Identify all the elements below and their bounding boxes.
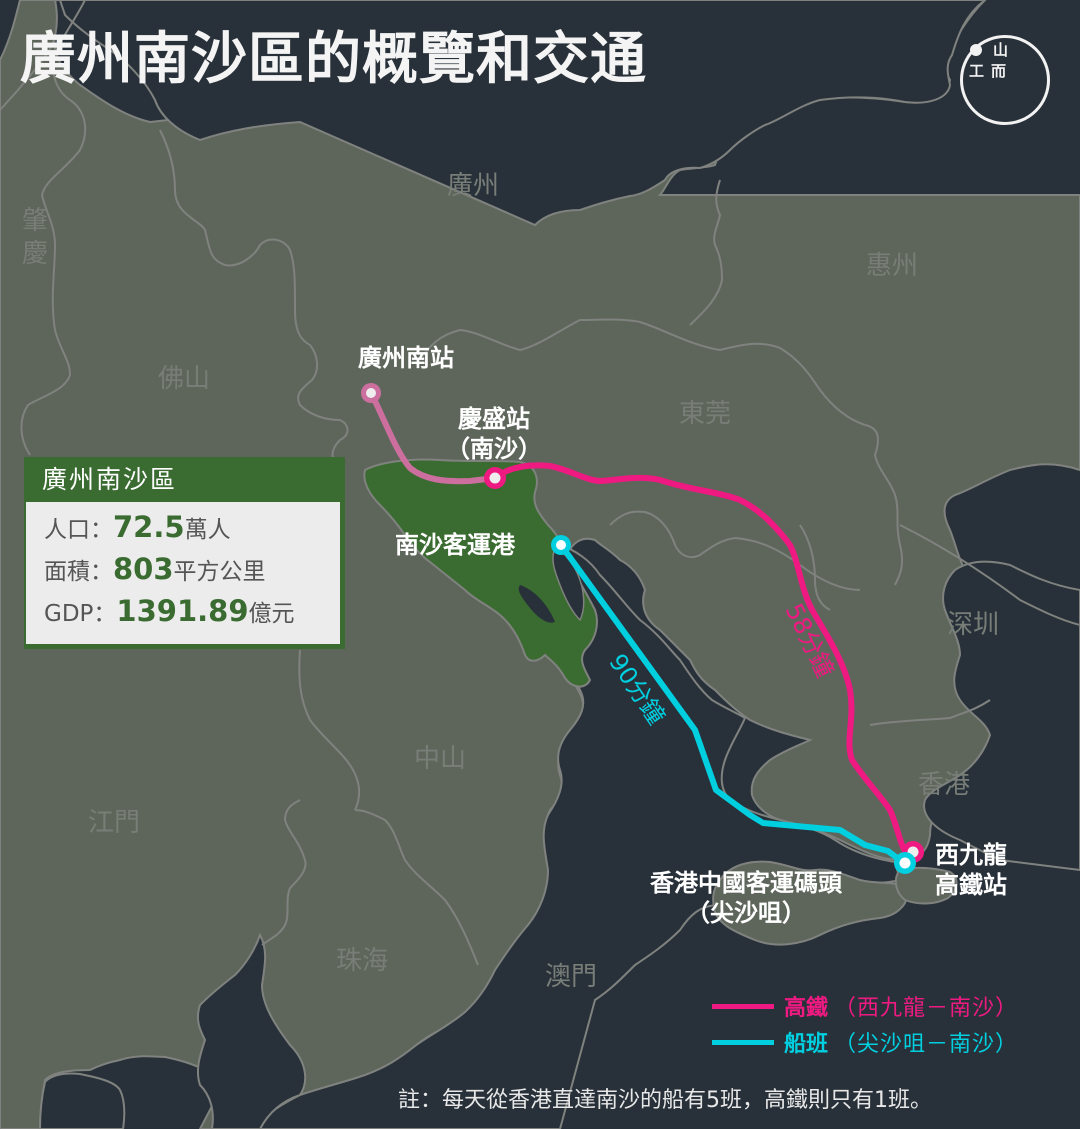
info-row-area: 面積：803平方公里 [44, 552, 266, 586]
map-legend: 高鐵 （西九龍－南沙） 船班 （尖沙咀－南沙） [712, 988, 1018, 1060]
initium-logo-icon: 山 工 而 [960, 35, 1050, 125]
legend-swatch-hsr [712, 1003, 774, 1009]
ferry-route [558, 542, 908, 867]
nansha-district-area [363, 458, 598, 688]
station-marker-qingsheng [484, 467, 506, 489]
legend-swatch-ferry [712, 1039, 774, 1045]
station-marker-nansha-port [551, 535, 571, 555]
info-box-body: 人口：72.5萬人 面積：803平方公里 GDP：1391.89億元 [26, 502, 340, 644]
logo-glyph-right: 而 [991, 62, 1007, 80]
legend-item-ferry: 船班 （尖沙咀－南沙） [712, 1024, 1018, 1060]
region-label-jiangmen: 江門 [88, 808, 141, 838]
region-label-dongguan: 東莞 [679, 399, 732, 429]
region-label-zhuhai: 珠海 [336, 946, 389, 976]
info-box-title: 廣州南沙區 [42, 465, 178, 494]
region-label-shenzhen: 深圳 [947, 610, 1000, 640]
info-row-population: 人口：72.5萬人 [44, 510, 231, 544]
logo-glyph-top: 山 [993, 41, 1009, 59]
nansha-info-box: 廣州南沙區 人口：72.5萬人 面積：803平方公里 GDP：1391.89億元 [24, 457, 345, 649]
info-row-gdp: GDP：1391.89億元 [44, 594, 295, 628]
footnote: 註：每天從香港直達南沙的船有5班，高鐵則只有1班。 [398, 1088, 932, 1113]
station-label-nansha-port: 南沙客運港 [395, 531, 515, 559]
region-label-foshan: 佛山 [158, 364, 211, 394]
station-marker-hk-china-ferry [894, 852, 916, 874]
region-label-guangzhou: 廣州 [447, 171, 500, 201]
region-label-zhongshan: 中山 [414, 744, 467, 774]
hsr-route [492, 462, 909, 855]
station-label-guangzhou-south: 廣州南站 [358, 344, 454, 372]
region-label-huizhou: 惠州 [866, 251, 919, 281]
region-label-macau: 澳門 [545, 962, 598, 992]
logo-dot [970, 44, 982, 56]
logo-glyph-left: 工 [969, 62, 985, 80]
page-title: 廣州南沙區的概覽和交通 [20, 27, 647, 92]
region-label-zhaoqing: 肇慶 [21, 206, 48, 269]
hsr-route-gz-section [368, 390, 498, 485]
station-label-west-kowloon: 西九龍 高鐵站 [935, 841, 1007, 899]
legend-item-hsr: 高鐵 （西九龍－南沙） [712, 988, 1018, 1024]
station-marker-guangzhou-south [361, 383, 381, 403]
station-label-hk-china-ferry: 香港中國客運碼頭 （尖沙咀） [650, 869, 842, 927]
station-label-qingsheng: 慶盛站 （南沙） [446, 405, 542, 463]
region-label-hong-kong: 香港 [918, 770, 971, 800]
